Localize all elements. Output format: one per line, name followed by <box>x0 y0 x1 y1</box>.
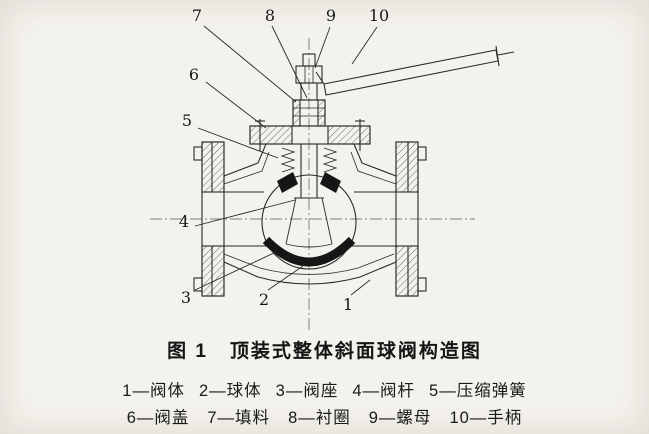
callout-label-10: 10 <box>368 6 390 25</box>
legend-item-7: 7—填料 <box>207 409 271 427</box>
legend-item-2: 2—球体 <box>198 382 262 400</box>
callout-label-1: 1 <box>342 295 354 314</box>
valve-stem <box>294 144 324 199</box>
leader-lines <box>194 25 378 296</box>
legend-item-10: 10—手柄 <box>449 409 523 427</box>
legend-row-2: 6—阀盖 7—填料 8—衬圈 9—螺母 10—手柄 <box>0 404 649 428</box>
callout-label-2: 2 <box>258 290 270 309</box>
legend-item-6: 6—阀盖 <box>126 409 190 427</box>
compression-spring <box>280 147 338 173</box>
seat-ring <box>262 172 356 267</box>
handle <box>315 45 515 96</box>
legend-item-5: 5—压缩弹簧 <box>429 382 527 400</box>
callout-label-8: 8 <box>264 6 276 25</box>
ball <box>261 174 357 270</box>
legend-item-9: 9—螺母 <box>368 409 432 427</box>
valve-body <box>223 143 397 285</box>
figure-caption: 图 1 顶装式整体斜面球阀构造图 <box>167 341 482 362</box>
callout-label-5: 5 <box>181 111 193 130</box>
centerlines <box>150 38 475 330</box>
callout-label-3: 3 <box>180 288 192 307</box>
bonnet <box>249 119 371 151</box>
legend-item-8: 8—衬圈 <box>288 409 351 427</box>
right-flange <box>395 141 427 297</box>
callout-label-7: 7 <box>191 6 203 25</box>
legend-row-1: 1—阀体 2—球体 3—阀座 4—阀杆 5—压缩弹簧 <box>0 377 649 401</box>
legend-item-1: 1—阀体 <box>122 382 185 400</box>
stem-nut <box>295 53 323 84</box>
gland-packing <box>292 82 326 127</box>
callout-label-6: 6 <box>188 65 200 84</box>
legend-item-3: 3—阀座 <box>275 382 339 400</box>
callout-label-9: 9 <box>325 6 337 25</box>
left-flange <box>193 141 225 297</box>
legend-item-4: 4—阀杆 <box>352 382 416 400</box>
callout-label-4: 4 <box>178 212 190 231</box>
